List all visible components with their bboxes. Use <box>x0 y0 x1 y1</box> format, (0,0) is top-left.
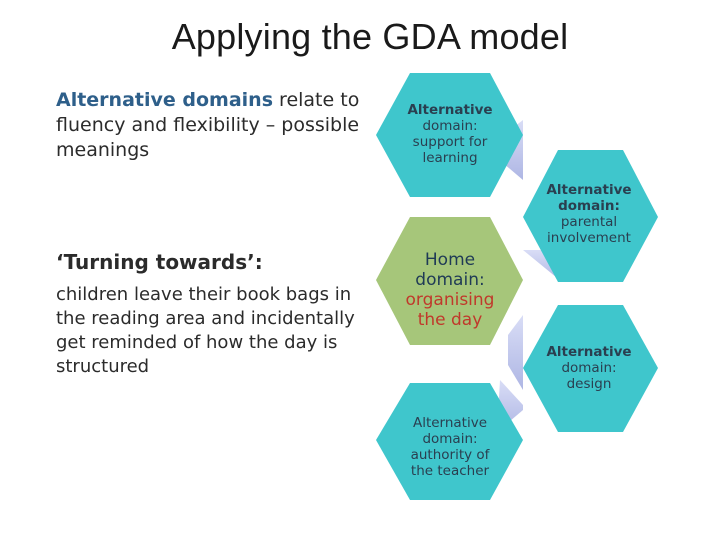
hex-top-line-3: support for <box>412 134 488 150</box>
hex-top <box>376 73 523 197</box>
hex-right-bottom-line-1: Alternative <box>546 344 632 361</box>
hex-bottom-line-1: Alternative <box>412 415 488 432</box>
example-body: children leave their book bags in the re… <box>56 284 355 377</box>
hex-bottom-line-2: domain: <box>422 431 478 448</box>
hex-right-top-line-1: Alternative <box>546 182 632 199</box>
hex-center-label: Home domain: organising the day <box>385 240 515 340</box>
hex-center-line-2: domain: <box>415 269 485 290</box>
hex-center-line-1: Home <box>424 249 476 270</box>
hex-top-line-1: Alternative <box>407 102 493 119</box>
hex-right-bottom-line-2: domain: <box>561 360 617 377</box>
hex-bottom-line-4: the teacher <box>410 462 490 479</box>
hex-center <box>376 217 523 345</box>
hex-bottom-line-3: authority of <box>410 447 490 463</box>
hex-bottom <box>376 383 523 500</box>
hex-right-bottom-label: Alternative domain: design <box>525 336 653 402</box>
intro-highlight: Alternative domains <box>56 89 274 111</box>
hex-center-line-4: the day <box>417 310 483 331</box>
slide-title: Applying the GDA model <box>171 16 569 57</box>
hex-right-bottom-line-3: design <box>566 375 612 392</box>
intro-text: Alternative domains relate to fluency an… <box>56 88 376 163</box>
hex-right-top <box>523 150 658 282</box>
hex-bottom-label: Alternative domain: authority of the tea… <box>390 405 510 491</box>
connector-right-lower <box>508 315 523 390</box>
hex-right-bottom <box>523 305 658 432</box>
example-heading: ‘Turning towards’: <box>56 250 263 274</box>
intro-rest: relate to fluency and flexibility – poss… <box>56 89 360 161</box>
hex-right-top-label: Alternative domain: parental involvement <box>525 172 653 258</box>
hex-top-line-4: learning <box>422 149 478 166</box>
hex-top-line-2: domain: <box>422 118 478 135</box>
hex-right-top-line-2: domain: <box>558 198 620 215</box>
hex-right-top-line-3: parental <box>560 214 618 230</box>
hex-top-label: Alternative domain: support for learning <box>390 92 510 178</box>
hex-center-line-3: organising <box>405 290 495 310</box>
hex-right-top-line-4: involvement <box>547 229 631 246</box>
